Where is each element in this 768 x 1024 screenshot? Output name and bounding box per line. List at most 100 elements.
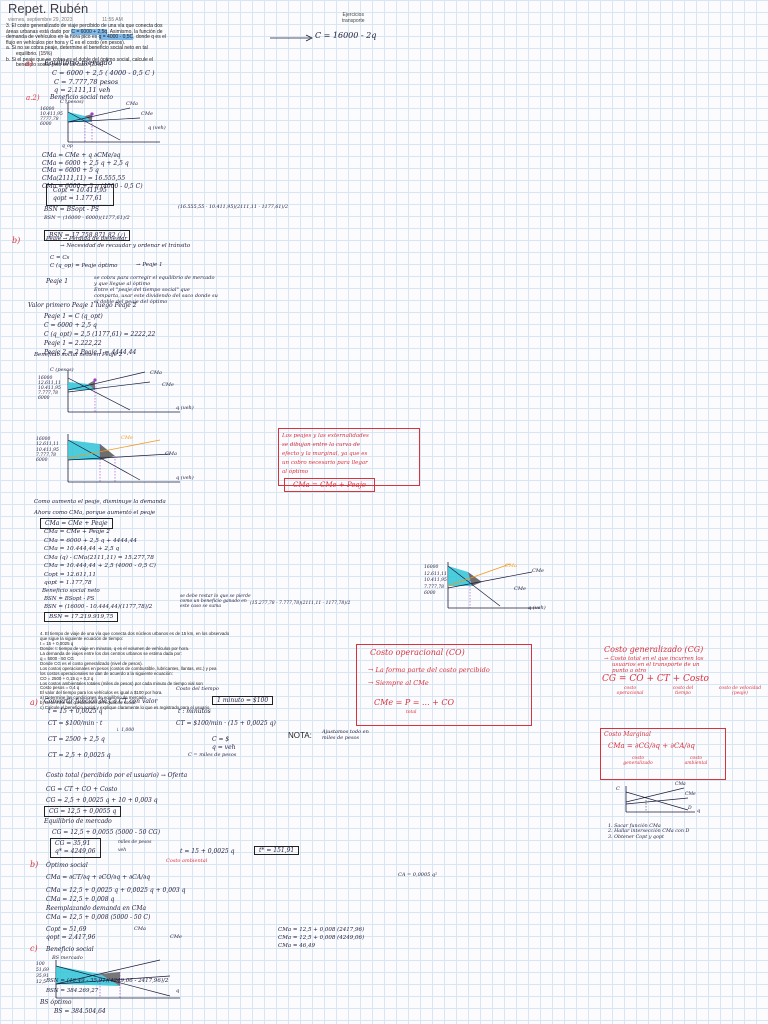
part-b-peaje1-notes: se cobra para corregir el equilibrio de … xyxy=(94,275,218,305)
cg-title: Costo generalizado (CG) xyxy=(604,645,704,654)
part-c-eq-heading: Equilibrio de mercado xyxy=(44,818,112,825)
problem-line: a. Si no se cobra peaje, determine el be… xyxy=(6,45,148,52)
part-c-a2: t = 15 + 0,0025 q xyxy=(48,708,103,715)
graph-marginal-cost xyxy=(625,786,695,813)
nota-label: NOTA: xyxy=(288,731,312,740)
cg-formula: CG = CO + CT + Costo xyxy=(602,674,709,684)
graph-b-cma-label: CMa xyxy=(150,370,162,376)
part-c-e4: t = 15 + 0,0025 q xyxy=(180,848,235,855)
problem-line: flujo en vehículos por hora y C es el co… xyxy=(6,39,126,46)
part-a-bsn-box: BSN = 17.758.871,82 (¿) xyxy=(44,230,131,241)
part-c-a4-r2: q = veh xyxy=(212,744,236,751)
graph-b2-x-label: q (veh) xyxy=(176,475,194,481)
graph-b3-cme-label: CMe xyxy=(532,568,544,574)
graph-c-cma-label: CMa xyxy=(134,926,146,932)
graph-mc-c: C xyxy=(616,786,620,792)
part-b-label: b) xyxy=(12,236,21,245)
problem-line: áreas urbanas está dado por C = 6000 + 2… xyxy=(6,28,163,35)
red-box-formula: CMa = CMe + Peaje xyxy=(284,478,376,492)
part-c-op1-r: Costo ambiental xyxy=(166,858,208,864)
part-a-line: C = 7.777,78 pesos xyxy=(54,78,119,86)
cm-subscripts: costo generalizado costo ambiental xyxy=(623,756,708,766)
page-time: 11:55 AM xyxy=(102,17,123,23)
part-b-demand-line: Como aumenta el peaje, disminuye la dema… xyxy=(34,499,166,505)
highlight-demand-function: q = 4000 - 0,5C xyxy=(98,34,134,41)
page-tag-1: Ejercicios xyxy=(342,12,364,18)
box-costo-marginal xyxy=(600,728,726,780)
problem-line: 3. El costo generalizado de viaje percib… xyxy=(6,23,163,29)
red-note-frame xyxy=(278,428,420,486)
problem-4-text: 4. El tiempo de viaje de una vía que con… xyxy=(40,631,230,711)
part-c-bso: BS = 384.504,64 xyxy=(54,1008,106,1015)
part-a-label: a) xyxy=(25,59,33,68)
graph-mc-q: q xyxy=(697,808,701,814)
graph-c-cme-label: CMe xyxy=(170,934,182,940)
graph-b-y-label: C (pesos) xyxy=(50,367,74,373)
part-b-bs-right: (15.277,78 - 7.777,78)(2111,11 - 1177,78… xyxy=(250,601,351,606)
graph-mc-d: D xyxy=(688,806,692,811)
part-c-a5: CT = 2,5 + 0,0025 q xyxy=(48,752,111,759)
part-c-op-derivation: CMa = 12,5 + 0,0025 q + 0,0025 q + 0,003… xyxy=(46,887,186,921)
part-b-bsn-heading: Beneficio social neto en Peaje 2 xyxy=(34,352,123,358)
graph-b3-cme2-label: CMe xyxy=(514,586,526,592)
problem-line: b. Si el peaje que se cobra es el doble … xyxy=(6,56,154,63)
part-c-a1: Convertir función de t a CT con valor xyxy=(44,698,158,705)
page-date: viernes, septiembre 29, 2023 xyxy=(8,17,73,23)
part-c-a4-r: C = $ xyxy=(212,736,230,743)
part-a-bsn: BSN = (16000 - 6000)(1177,61)/2 xyxy=(44,215,130,221)
box-co-lines: → La forma parte del costo percibido→ Si… xyxy=(368,666,490,687)
graph-c-label: BS mercado xyxy=(52,955,83,961)
page-tag-2: transporte xyxy=(342,17,365,24)
graph-a-cme-label: CMe xyxy=(141,111,153,117)
graph-b3-x-label: q (veh) xyxy=(528,605,546,611)
graph-b-cme-label: CMe xyxy=(162,382,174,388)
part-c-a3-r: CT = $100/min · (15 + 0,0025 q) xyxy=(176,720,276,727)
part-c-label-c: c) xyxy=(30,944,38,953)
part-a2-label: a.2) xyxy=(26,94,40,102)
part-c-label-b: b) xyxy=(30,860,39,869)
problem-line: beneficio social neto en tal caso. (20%) xyxy=(16,62,103,69)
graph-b2-cme-label: CMe xyxy=(121,435,133,441)
part-c-cg-box: CG = 12,5 + 0,0055 q xyxy=(44,806,122,817)
problem-line: demanda de vehículos en la hora pico es … xyxy=(6,34,166,41)
part-c-a4: CT = 2500 + 2,5 q xyxy=(48,736,105,743)
part-c-a2-r: t : minutos xyxy=(178,708,211,715)
box-co-formula: CMe = P = ... + CO xyxy=(374,698,455,707)
page-tags: Ejercicios transporte xyxy=(342,12,365,24)
graph-b-peaje2-detail xyxy=(67,434,180,483)
part-c-e1: CG = 12,5 + 0,0055 (5000 - 50 CG) xyxy=(52,829,161,836)
graph-a-x-label: q (veh) xyxy=(148,125,166,131)
graph-a-x-tick: q_op xyxy=(62,144,73,149)
graph-b-x-label: q (veh) xyxy=(176,405,194,411)
part-c-bso-label: BS óptimo xyxy=(40,999,72,1006)
part-c-a6: Costo total (percibido por el usuario) →… xyxy=(46,772,188,779)
graph-b-peaje2 xyxy=(67,370,180,413)
part-c-a3-r2: ↓ 1,000 xyxy=(116,728,135,733)
part-c-cost-time: Costo del tiempo xyxy=(176,686,219,692)
part-c-op1: Óptimo social xyxy=(46,862,88,869)
graph-a-cma-label: CMa xyxy=(126,101,138,107)
part-b-formula-box: CMa = CMe + Peaje xyxy=(40,518,113,529)
part-b-c-right: → Peaje 1 xyxy=(136,262,163,268)
graph-a-equilibrium xyxy=(67,102,160,143)
part-c-cma-values: CMa = 12,5 + 0,008 (2417,96)CMa = 12,5 +… xyxy=(278,927,365,949)
part-b-peaje: Peaje → Pérdida de bienestar→ Necesidad … xyxy=(46,236,191,249)
part-c-a1-box: 1 minuto = $100 xyxy=(212,696,274,705)
part-a-line: C = 6000 + 2,5 ( 4000 - 0,5 C ) xyxy=(52,69,155,77)
cg-subscripts: costo operacional costo del tiempo costo… xyxy=(616,686,762,696)
part-a-line: q = 2.111,11 veh xyxy=(54,86,111,94)
